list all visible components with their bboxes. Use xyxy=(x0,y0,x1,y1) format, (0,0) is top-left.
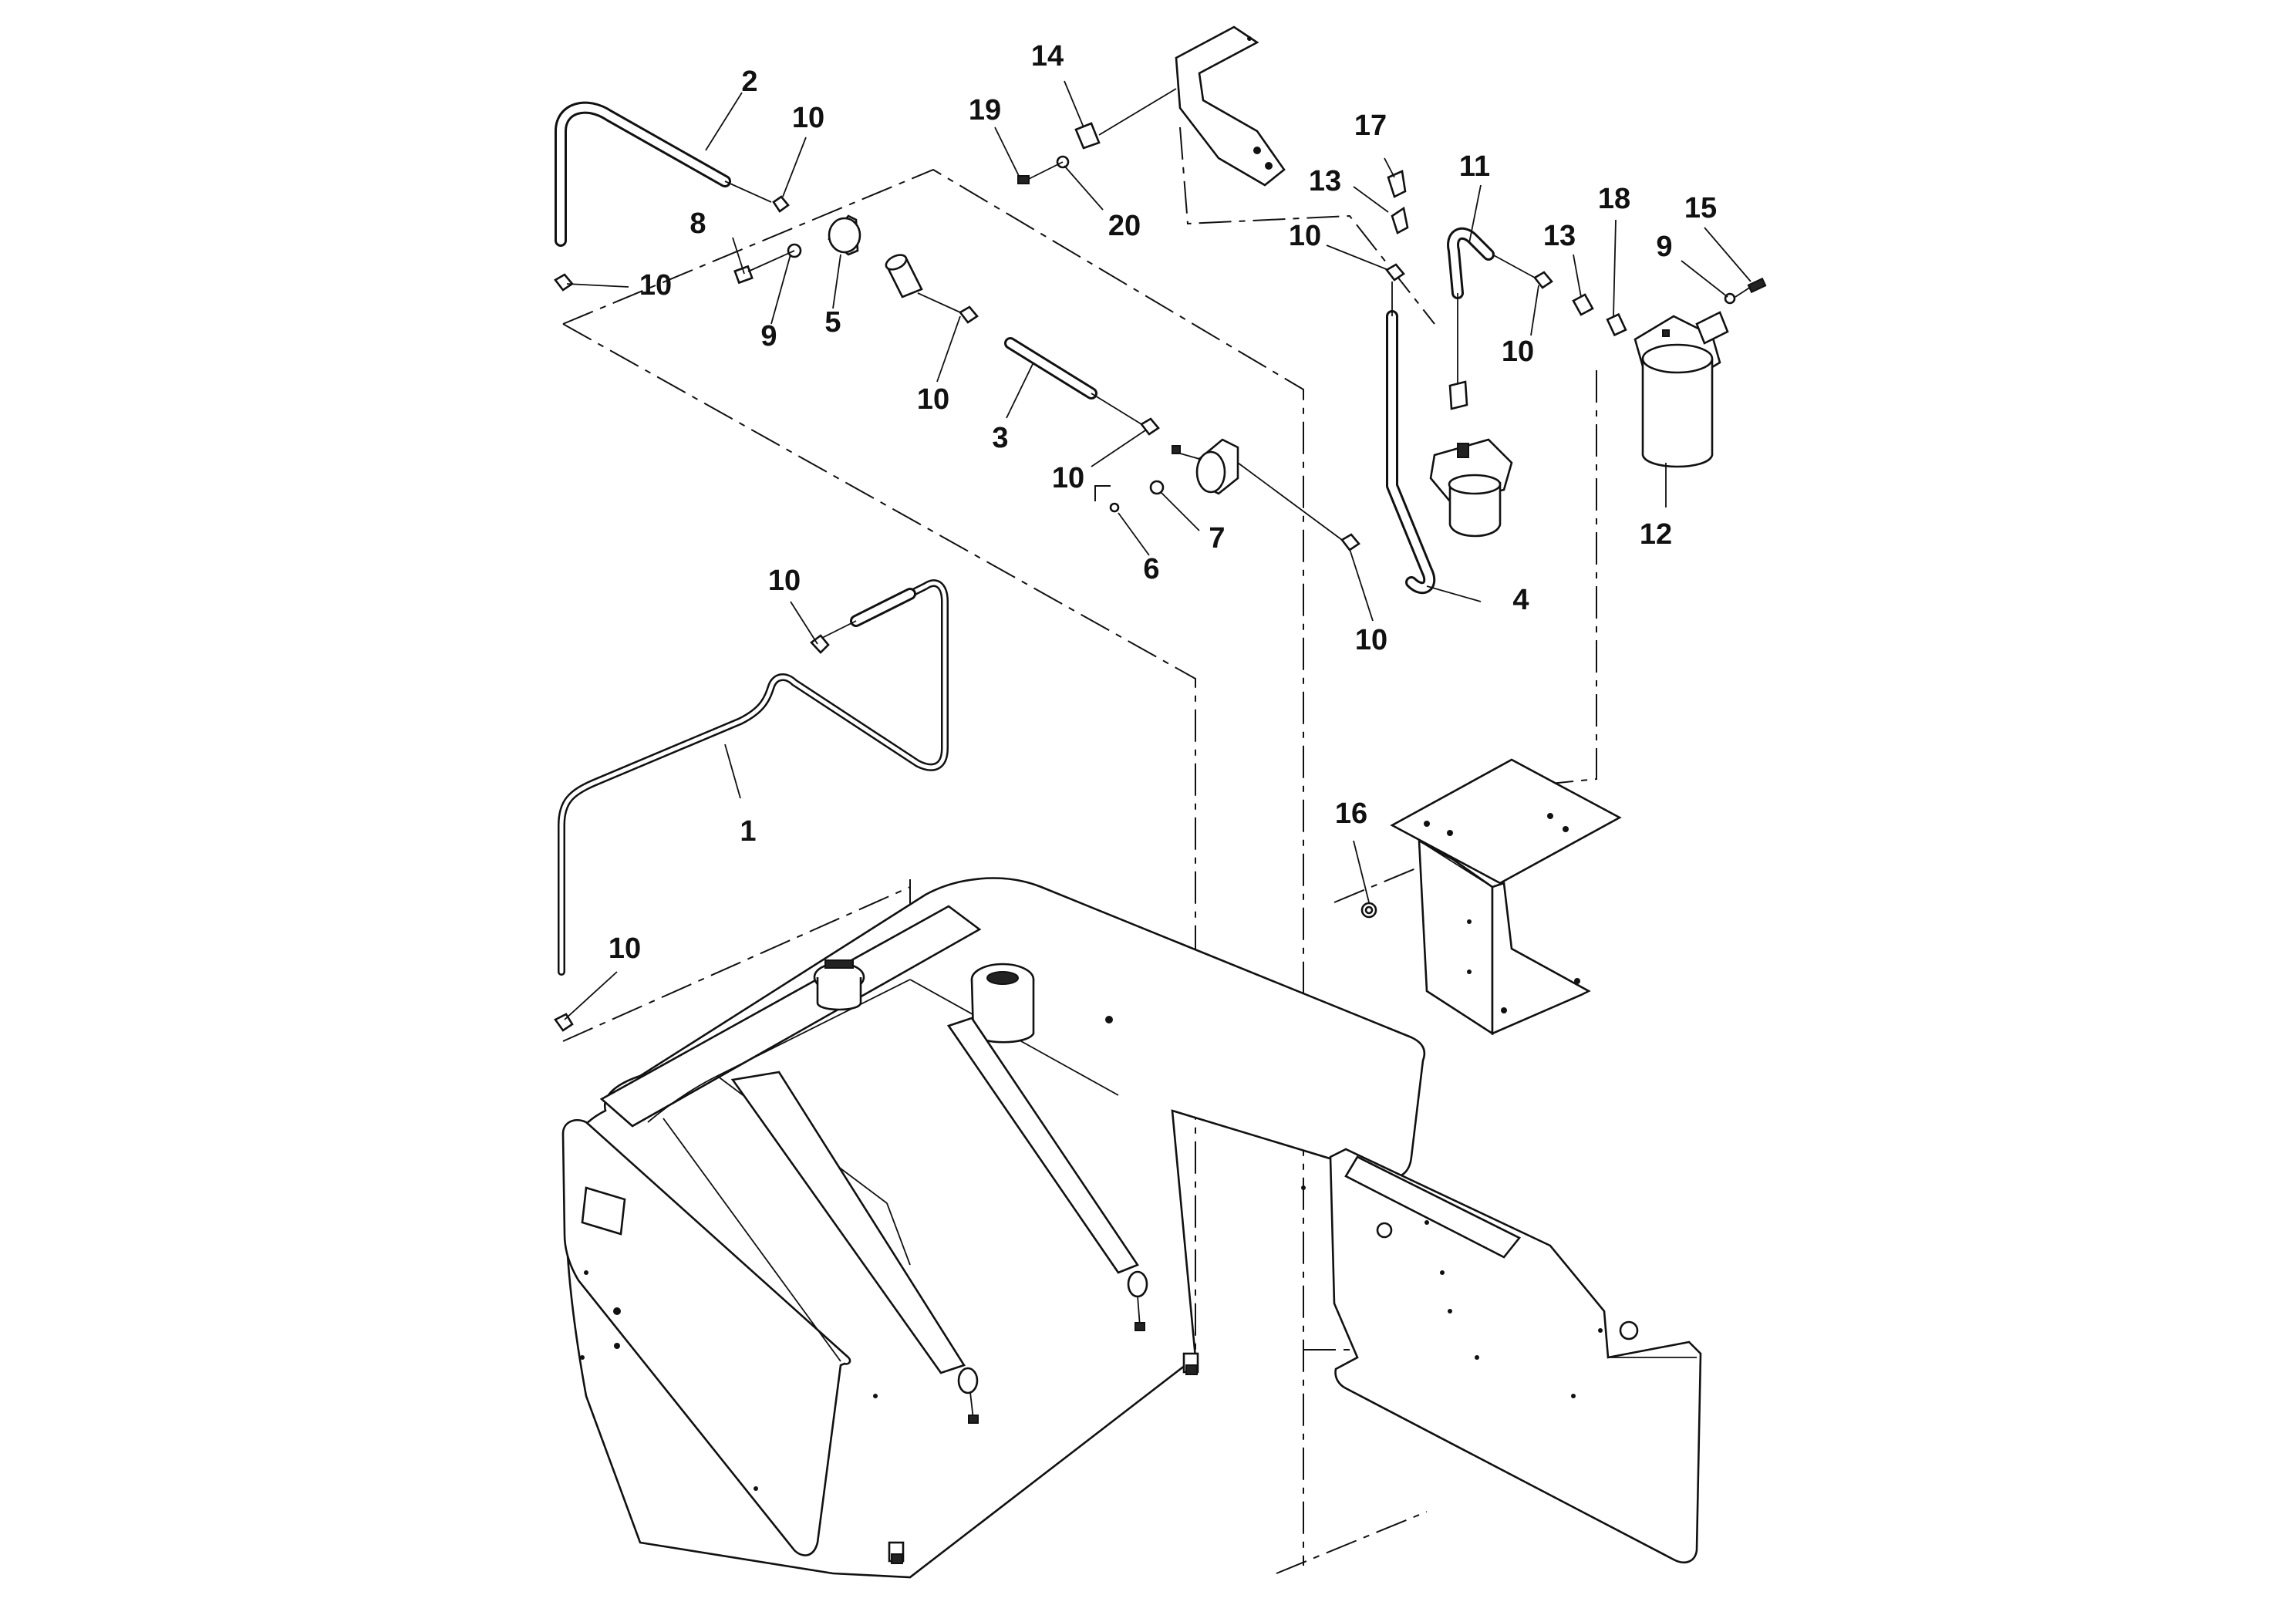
callout-8: 8 xyxy=(689,207,706,240)
callout-3: 3 xyxy=(992,422,1008,454)
fuel-line-2 xyxy=(554,101,790,292)
callout-20: 20 xyxy=(1108,210,1141,242)
main-filter xyxy=(1606,277,1767,468)
callout-10: 10 xyxy=(1052,462,1084,494)
callout-1: 1 xyxy=(740,815,756,848)
filter-mount-bracket xyxy=(1360,758,1622,1036)
callout-10: 10 xyxy=(768,565,801,597)
callout-19: 19 xyxy=(969,94,1001,126)
callout-12: 12 xyxy=(1640,518,1672,551)
callout-5: 5 xyxy=(824,306,841,339)
leader-lines xyxy=(564,80,1752,1020)
callout-10: 10 xyxy=(1289,220,1321,252)
callout-10: 10 xyxy=(639,269,672,302)
callout-2: 2 xyxy=(741,66,757,98)
callout-11: 11 xyxy=(1459,150,1490,183)
callout-14: 14 xyxy=(1031,40,1064,73)
callout-17: 17 xyxy=(1354,110,1387,142)
callout-4: 4 xyxy=(1512,584,1529,616)
secondary-filter xyxy=(1429,227,1594,538)
fuel-line-4 xyxy=(1385,170,1436,595)
callouts: 2 10 8 10 9 5 10 3 10 7 6 14 19 20 17 13… xyxy=(609,40,1717,965)
callout-9: 9 xyxy=(760,320,777,352)
callout-6: 6 xyxy=(1143,553,1159,585)
pump-filter-row xyxy=(733,214,1360,551)
callout-10: 10 xyxy=(609,932,641,965)
callout-18: 18 xyxy=(1598,183,1630,215)
callout-13: 13 xyxy=(1543,220,1576,252)
callout-7: 7 xyxy=(1209,522,1225,555)
top-bracket xyxy=(1017,25,1286,187)
callout-10: 10 xyxy=(1355,624,1387,656)
callout-13: 13 xyxy=(1309,165,1341,197)
callout-10: 10 xyxy=(792,102,824,134)
callout-16: 16 xyxy=(1335,798,1367,830)
fuel-tank xyxy=(561,877,1426,1579)
callout-15: 15 xyxy=(1684,192,1717,224)
callout-9: 9 xyxy=(1656,231,1672,263)
callout-10: 10 xyxy=(917,383,949,416)
tank-support-panel xyxy=(1329,1148,1702,1563)
callout-10: 10 xyxy=(1502,336,1534,368)
